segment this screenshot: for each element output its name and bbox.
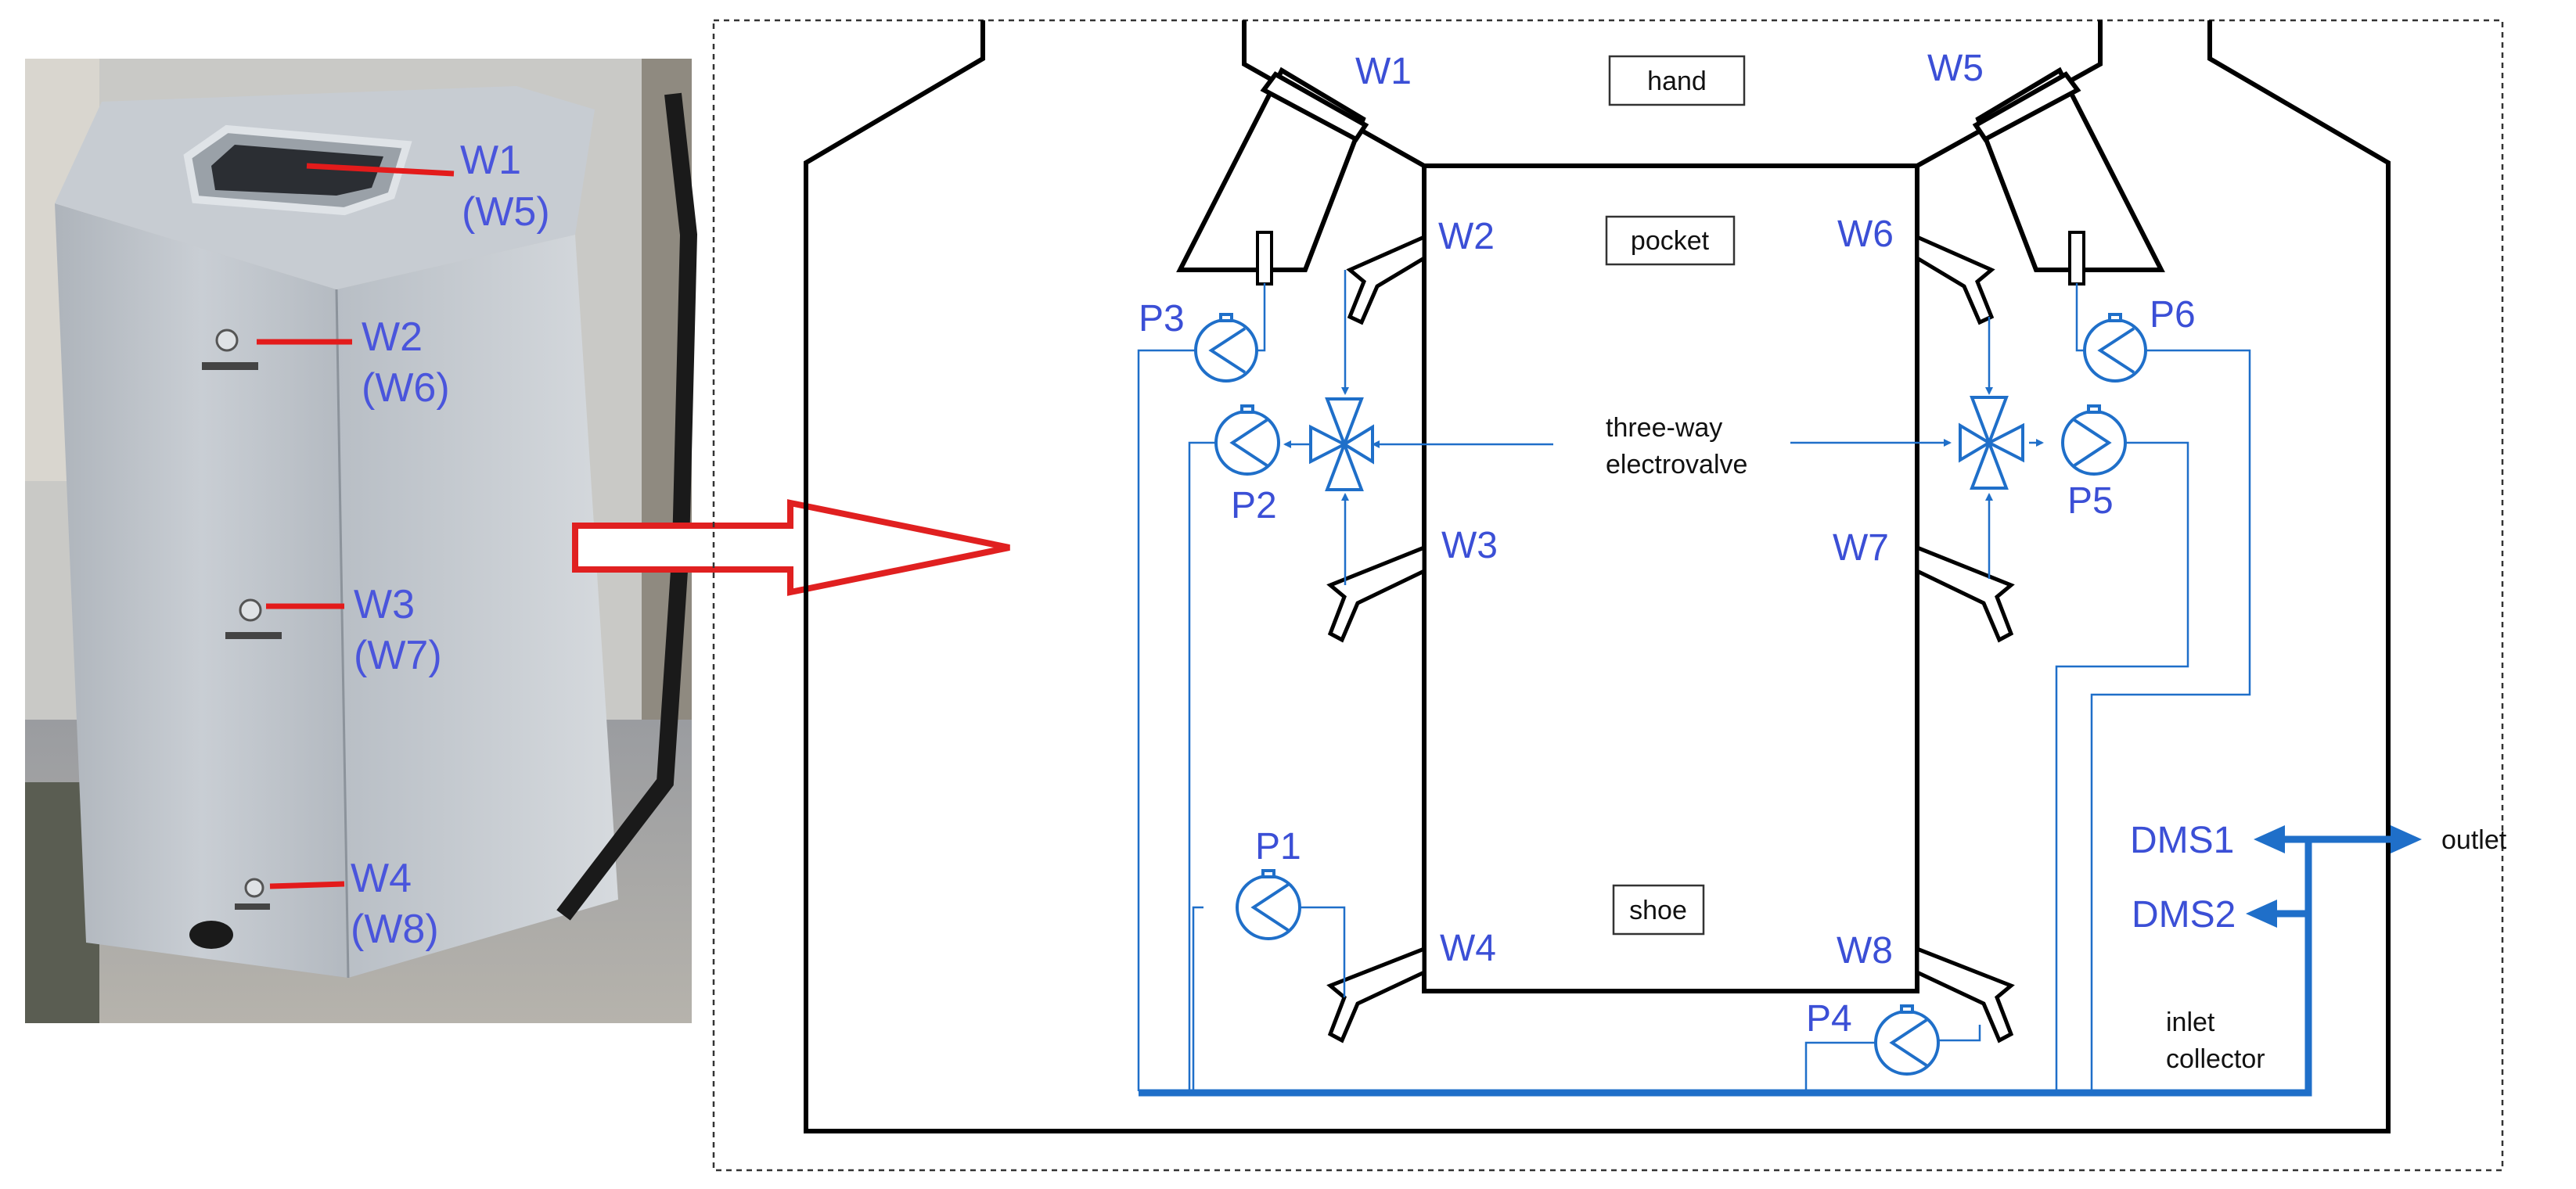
big-red-arrow bbox=[572, 499, 1010, 596]
label-outlet: outlet bbox=[2441, 825, 2507, 855]
callout-line-w4 bbox=[269, 881, 345, 889]
label-p6: P6 bbox=[2150, 294, 2196, 336]
diagram-frame bbox=[712, 19, 2504, 1172]
schematic-diagram: hand pocket shoe three-way electrovalve bbox=[712, 19, 2507, 1172]
box-hand bbox=[1608, 55, 1746, 106]
callout-line-w1 bbox=[306, 163, 455, 177]
label-dms2: DMS2 bbox=[2132, 894, 2236, 936]
hand-opening-right bbox=[1972, 66, 2165, 286]
photo-label-w3: W3 bbox=[354, 582, 415, 627]
arrow-dms2 bbox=[2246, 900, 2277, 928]
pumps bbox=[1194, 313, 2147, 1076]
label-dms1: DMS1 bbox=[2130, 820, 2234, 861]
label-p5: P5 bbox=[2067, 480, 2114, 522]
box-shoe bbox=[1612, 884, 1705, 936]
photo-label-w7: (W7) bbox=[354, 633, 442, 678]
valves bbox=[1309, 396, 2024, 491]
pump-p1 bbox=[1236, 869, 1301, 940]
label-w5: W5 bbox=[1927, 48, 1984, 89]
photo-label-w4: W4 bbox=[351, 856, 412, 901]
valve-label-line2: electrovalve bbox=[1606, 450, 1747, 480]
label-inlet-line2: collector bbox=[2166, 1044, 2265, 1074]
photo-label-w6: (W6) bbox=[362, 365, 450, 411]
nozzles bbox=[1326, 234, 2015, 1044]
central-column bbox=[1422, 163, 1919, 993]
label-w2: W2 bbox=[1438, 216, 1495, 257]
label-w4: W4 bbox=[1440, 928, 1496, 969]
label-w7: W7 bbox=[1833, 527, 1889, 569]
arrow-dms1 bbox=[2254, 825, 2285, 853]
label-p1: P1 bbox=[1255, 826, 1301, 868]
photo-label-w2: W2 bbox=[362, 314, 423, 360]
arrow-outlet bbox=[2391, 825, 2422, 853]
port-w4-photo bbox=[244, 878, 264, 898]
valve-label-line1: three-way bbox=[1606, 413, 1722, 443]
photo-label-w5: (W5) bbox=[462, 189, 550, 235]
label-w1: W1 bbox=[1355, 51, 1412, 92]
box-pocket-label: pocket bbox=[1631, 226, 1710, 256]
pump-p3 bbox=[1194, 313, 1258, 383]
box-shoe-label: shoe bbox=[1629, 896, 1687, 925]
box-pocket bbox=[1605, 215, 1736, 266]
photo-label-w1: W1 bbox=[460, 138, 521, 183]
hand-opening bbox=[183, 124, 412, 216]
label-inlet-line1: inlet bbox=[2166, 1008, 2215, 1037]
label-w3: W3 bbox=[1441, 525, 1498, 566]
hand-opening-left bbox=[1176, 66, 1369, 286]
label-p2: P2 bbox=[1231, 485, 1277, 526]
photo-label-w8: (W8) bbox=[351, 907, 439, 952]
port-w3-photo bbox=[239, 598, 262, 622]
cabinet-side bbox=[336, 235, 618, 978]
device-photo: W1 (W5) W2 (W6) W3 (W7) W4 (W8) bbox=[25, 59, 698, 1023]
valve-right bbox=[1959, 396, 2024, 490]
label-p3: P3 bbox=[1139, 298, 1185, 339]
pump-p2 bbox=[1214, 404, 1280, 476]
pump-p5 bbox=[2061, 404, 2127, 476]
inner-arm-left bbox=[1242, 20, 1426, 168]
cabinet-outline bbox=[804, 20, 2391, 1133]
thin-pipes bbox=[1137, 270, 2251, 1091]
pump-p4 bbox=[1874, 1004, 1940, 1076]
valve-left bbox=[1309, 397, 1374, 491]
pump-p6 bbox=[2083, 313, 2147, 383]
label-w8: W8 bbox=[1837, 930, 1893, 972]
label-w6: W6 bbox=[1837, 214, 1894, 255]
box-hand-label: hand bbox=[1647, 66, 1707, 96]
label-p4: P4 bbox=[1806, 998, 1852, 1040]
port-w2-photo bbox=[215, 329, 239, 352]
cabinet-front bbox=[55, 203, 348, 978]
